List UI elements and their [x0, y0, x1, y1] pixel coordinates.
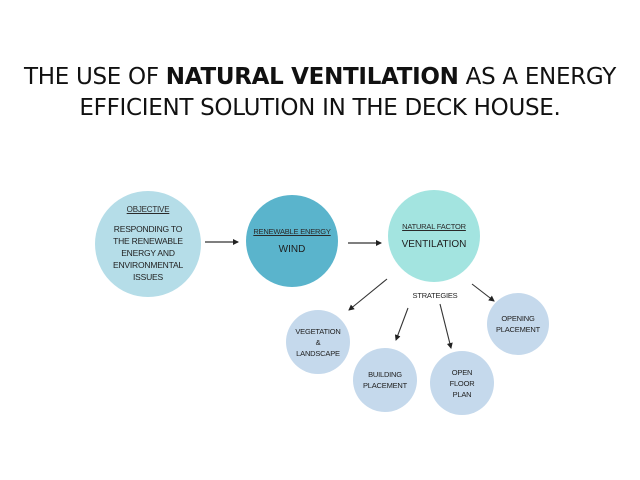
- slide-title: THE USE OF NATURAL VENTILATION AS A ENER…: [0, 62, 640, 124]
- objective-text: RESPONDING TO THE RENEWABLE ENERGY AND E…: [113, 224, 183, 282]
- title-line-1: THE USE OF NATURAL VENTILATION AS A ENER…: [23, 64, 617, 90]
- strategies-label: STRATEGIES: [412, 291, 458, 300]
- strategy-building-placement: BUILDING PLACEMENT: [353, 348, 417, 412]
- renewable-energy-circle: RENEWABLE ENERGY WIND: [246, 195, 338, 287]
- arrow-to-open-floor-plan: [439, 303, 453, 349]
- arrow-to-building-placement: [394, 307, 409, 341]
- renewable-energy-value: WIND: [278, 244, 306, 255]
- renewable-energy-heading: RENEWABLE ENERGY: [253, 227, 331, 236]
- strategy-opening-placement: OPENING PLACEMENT: [487, 293, 549, 355]
- title-line-2: EFFICIENT SOLUTION IN THE DECK HOUSE.: [79, 95, 561, 121]
- objective-circle: OBJECTIVE RESPONDING TO THE RENEWABLE EN…: [95, 191, 201, 297]
- arrow-to-opening-placement: [471, 283, 495, 302]
- arrow-to-vegetation: [348, 278, 388, 311]
- natural-factor-circle: NATURAL FACTOR VENTILATION: [388, 190, 480, 282]
- natural-factor-value: VENTILATION: [401, 239, 467, 250]
- strategy-open-floor-plan: OPEN FLOOR PLAN: [430, 351, 494, 415]
- objective-heading: OBJECTIVE: [126, 205, 170, 214]
- natural-factor-heading: NATURAL FACTOR: [402, 222, 466, 231]
- strategy-vegetation-landscape: VEGETATION & LANDSCAPE: [286, 310, 350, 374]
- title-emphasis: NATURAL VENTILATION: [165, 64, 459, 90]
